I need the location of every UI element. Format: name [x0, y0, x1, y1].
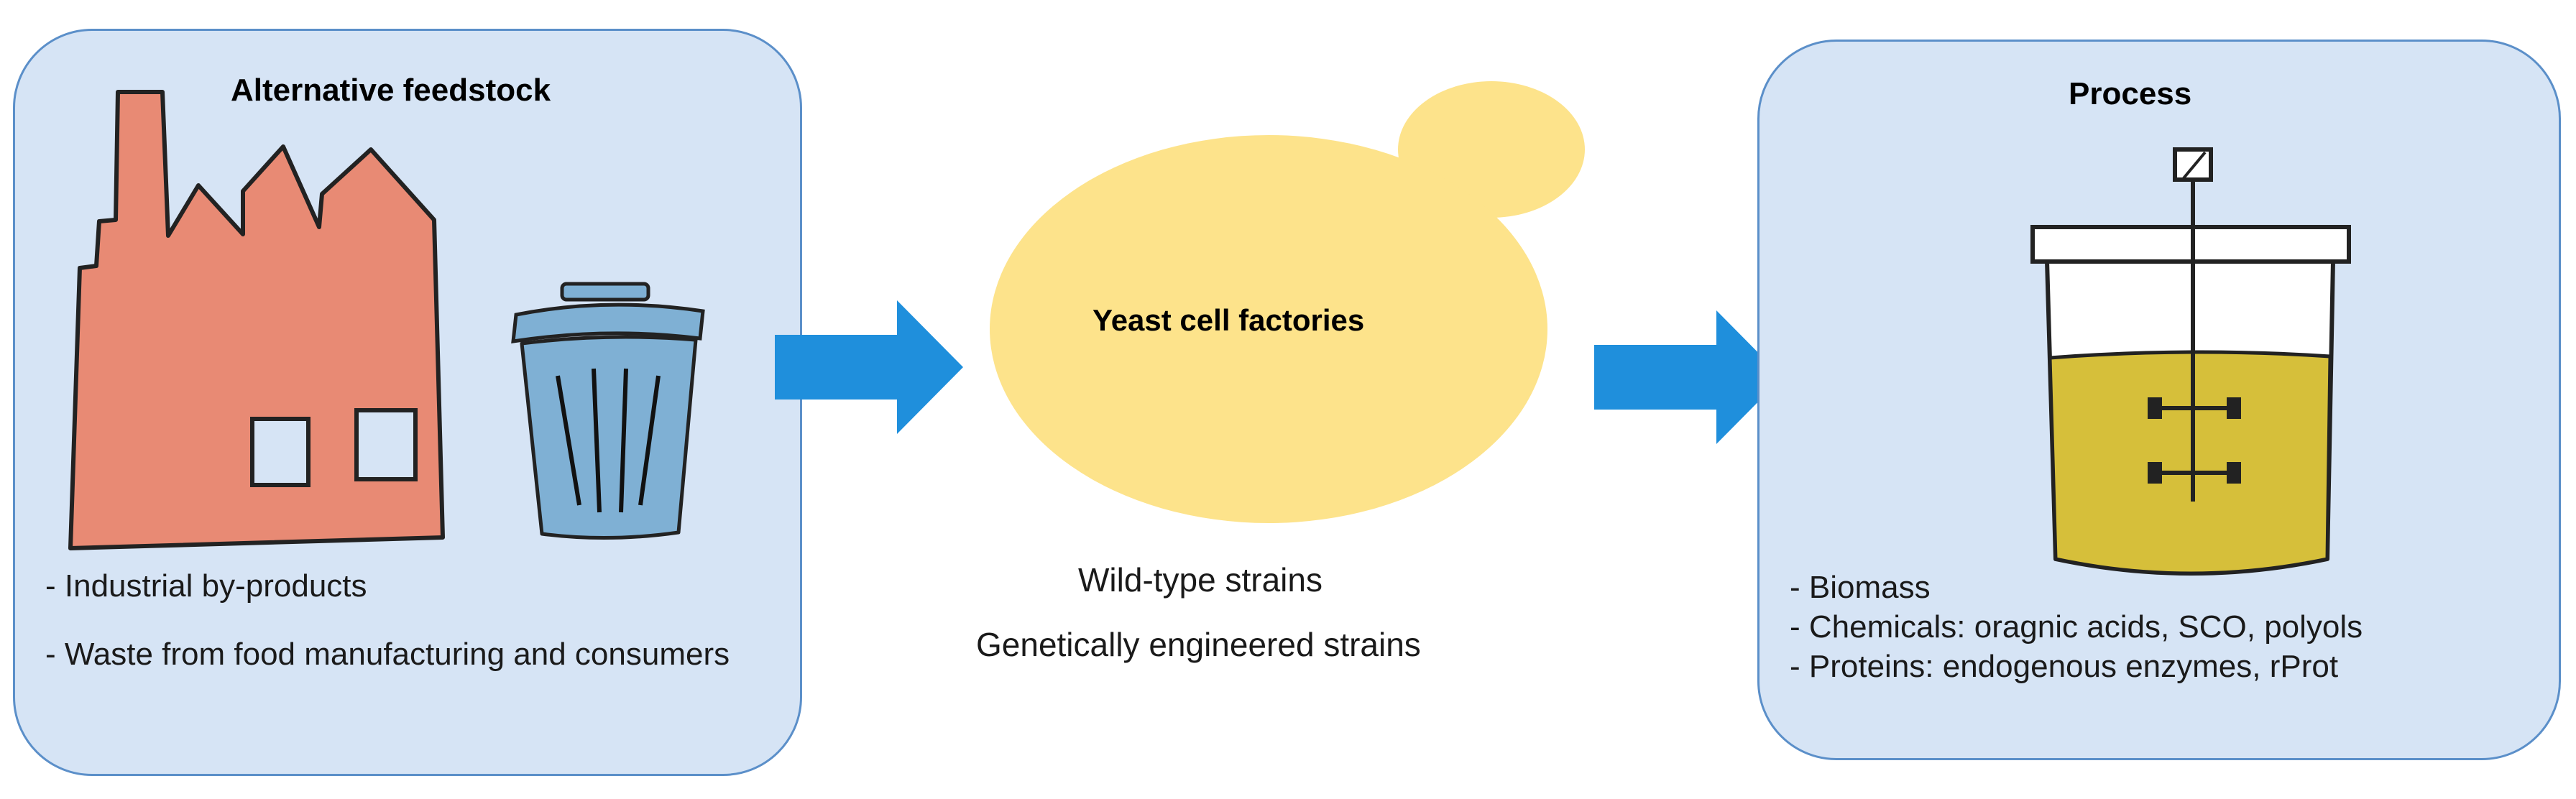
bioreactor-icon [2030, 147, 2351, 576]
strain-label: Wild-type strains [1078, 561, 1322, 599]
trash-can-icon [511, 282, 705, 540]
list-item: - Proteins: endogenous enzymes, rProt [1790, 649, 2339, 684]
yeast-label: Yeast cell factories [1092, 303, 1365, 337]
arrow-right-icon [1594, 310, 1782, 444]
list-item: - Waste from food manufacturing and cons… [45, 637, 730, 672]
feedstock-panel: Alternative feedstock - Industrial by-pr… [13, 29, 802, 776]
process-list: - Biomass - Chemicals: oragnic acids, SC… [1790, 568, 2552, 686]
feedstock-list: - Industrial by-products - Waste from fo… [45, 566, 764, 703]
strain-label: Genetically engineered strains [976, 626, 1421, 663]
arrow-right-icon [775, 300, 963, 434]
list-item: - Biomass [1790, 570, 1931, 605]
process-title: Process [2069, 76, 2192, 111]
list-item: - Chemicals: oragnic acids, SCO, polyols [1790, 609, 2363, 645]
list-item: - Industrial by-products [45, 568, 367, 604]
feedstock-title: Alternative feedstock [231, 73, 551, 108]
process-panel: Process - Biomass - Chemicals: oragnic a… [1757, 40, 2561, 760]
factory-icon [68, 90, 445, 550]
yeast-cell-icon [990, 81, 1585, 523]
